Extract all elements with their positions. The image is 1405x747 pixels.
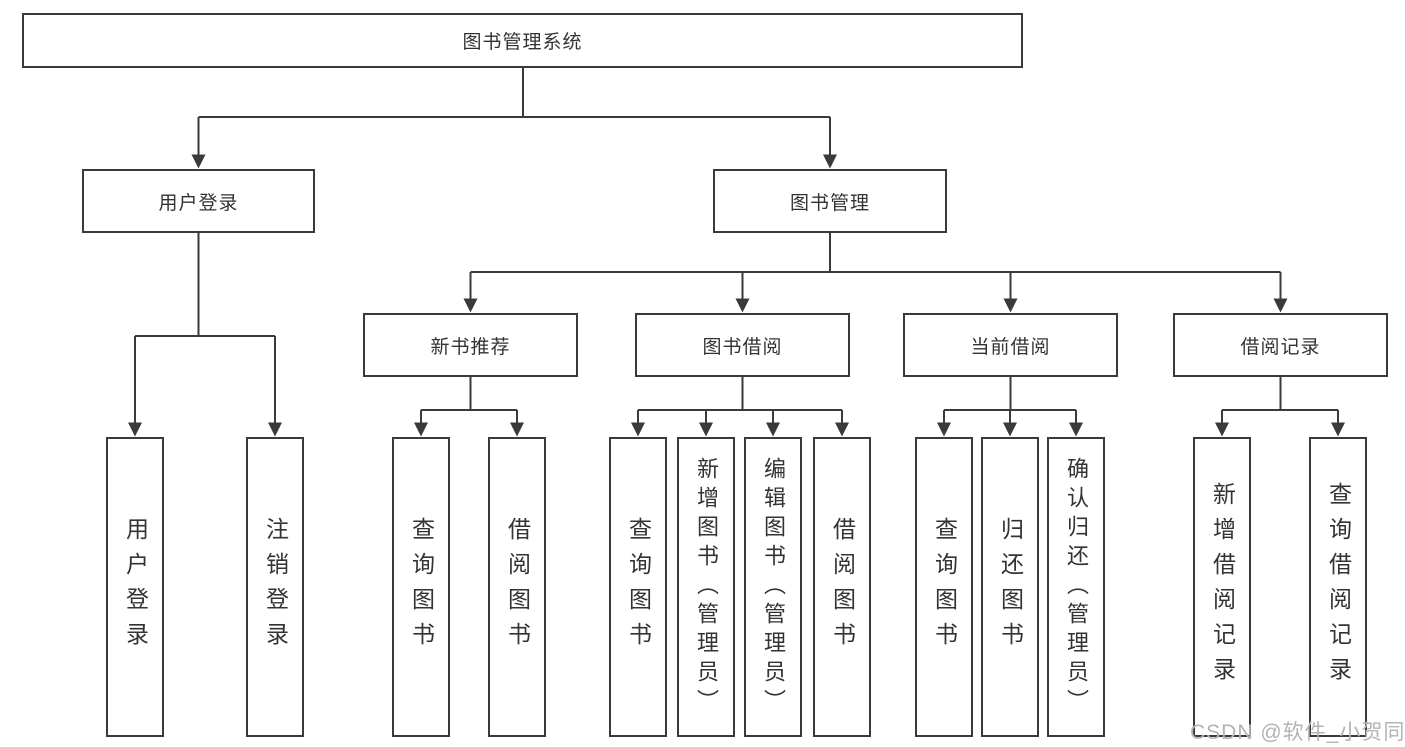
leaf-user-login: 用户登录 [106,437,164,737]
csdn-watermark: CSDN @软件_小贺同学 [1190,721,1405,744]
node-user-login: 用户登录 [82,169,315,233]
leaf-label: 借阅图书 [829,517,856,657]
leaf-query-books: 查询图书 [392,437,450,737]
leaf-edit-book-admin: 编辑图书（管理员） [744,437,802,737]
leaf-label: 编辑图书（管理员） [761,456,786,718]
leaf-borrow-books: 借阅图书 [488,437,546,737]
leaf-return-book: 归还图书 [981,437,1039,737]
leaf-query-borrow-record: 查询借阅记录 [1309,437,1367,737]
node-label: 当前借阅 [970,336,1051,358]
node-book-borrow: 图书借阅 [635,313,850,377]
node-label: 新书推荐 [430,336,511,358]
leaf-query-books: 查询图书 [915,437,973,737]
leaf-label: 归还图书 [997,517,1024,657]
leaf-label: 确认归还（管理员） [1064,456,1089,718]
node-label: 借阅记录 [1240,336,1321,358]
leaf-logout: 注销登录 [246,437,304,737]
leaf-borrow-books: 借阅图书 [813,437,871,737]
leaf-confirm-return-admin: 确认归还（管理员） [1047,437,1105,737]
node-book-management: 图书管理 [713,169,947,233]
leaf-label: 查询图书 [625,517,652,657]
leaf-query-books: 查询图书 [609,437,667,737]
leaf-label: 新增图书（管理员） [694,456,719,718]
leaf-add-borrow-record: 新增借阅记录 [1193,437,1251,737]
leaf-label: 查询图书 [408,517,435,657]
leaf-label: 借阅图书 [504,517,531,657]
node-current-borrow: 当前借阅 [903,313,1118,377]
node-label: 图书借阅 [702,336,783,358]
node-new-book-recommend: 新书推荐 [363,313,578,377]
node-label: 图书管理系统 [462,32,583,53]
leaf-label: 用户登录 [122,517,149,657]
node-label: 图书管理 [789,192,870,214]
leaf-label: 注销登录 [262,517,289,657]
node-label: 用户登录 [158,192,239,214]
node-root-system: 图书管理系统 [22,13,1023,68]
node-borrow-records: 借阅记录 [1173,313,1388,377]
leaf-label: 查询图书 [931,517,958,657]
leaf-label: 查询借阅记录 [1325,482,1352,692]
leaf-label: 新增借阅记录 [1209,482,1236,692]
leaf-add-book-admin: 新增图书（管理员） [677,437,735,737]
